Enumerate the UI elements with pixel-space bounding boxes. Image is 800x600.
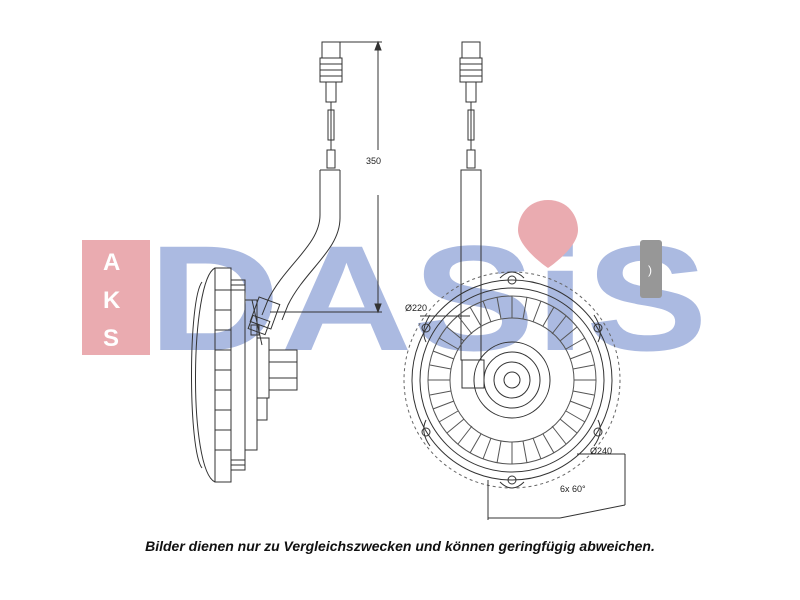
front-view <box>403 41 626 520</box>
watermark-letter-s: S <box>103 325 119 352</box>
length-dimension <box>270 40 382 314</box>
inner-diameter-label: Ø220 <box>405 303 427 313</box>
front-flange <box>403 271 621 489</box>
length-dimension-label: 350 <box>366 156 381 166</box>
bolt-pattern-label: 6x 60° <box>560 484 586 494</box>
front-hub <box>461 341 551 419</box>
front-fins <box>427 295 597 465</box>
side-connector <box>319 41 343 169</box>
watermark-red-block <box>82 240 150 355</box>
watermark-brand-text: DASiS <box>148 214 708 382</box>
outer-diameter-label: Ø240 <box>590 446 612 456</box>
side-view <box>191 40 382 483</box>
front-dimension-lines <box>420 315 626 520</box>
watermark-map-pin <box>518 200 578 268</box>
watermark-gray-tab <box>640 240 662 298</box>
watermark-tab-mark: ) <box>648 263 652 277</box>
watermark-letter-k: K <box>103 287 121 314</box>
disclaimer-caption: Bilder dienen nur zu Vergleichszwecken u… <box>145 538 655 554</box>
side-bent-tube <box>247 169 341 336</box>
side-clutch-body <box>191 267 298 483</box>
watermark-letter-a: A <box>103 249 120 276</box>
brand-watermark: A K S DASiS ) <box>82 200 708 382</box>
